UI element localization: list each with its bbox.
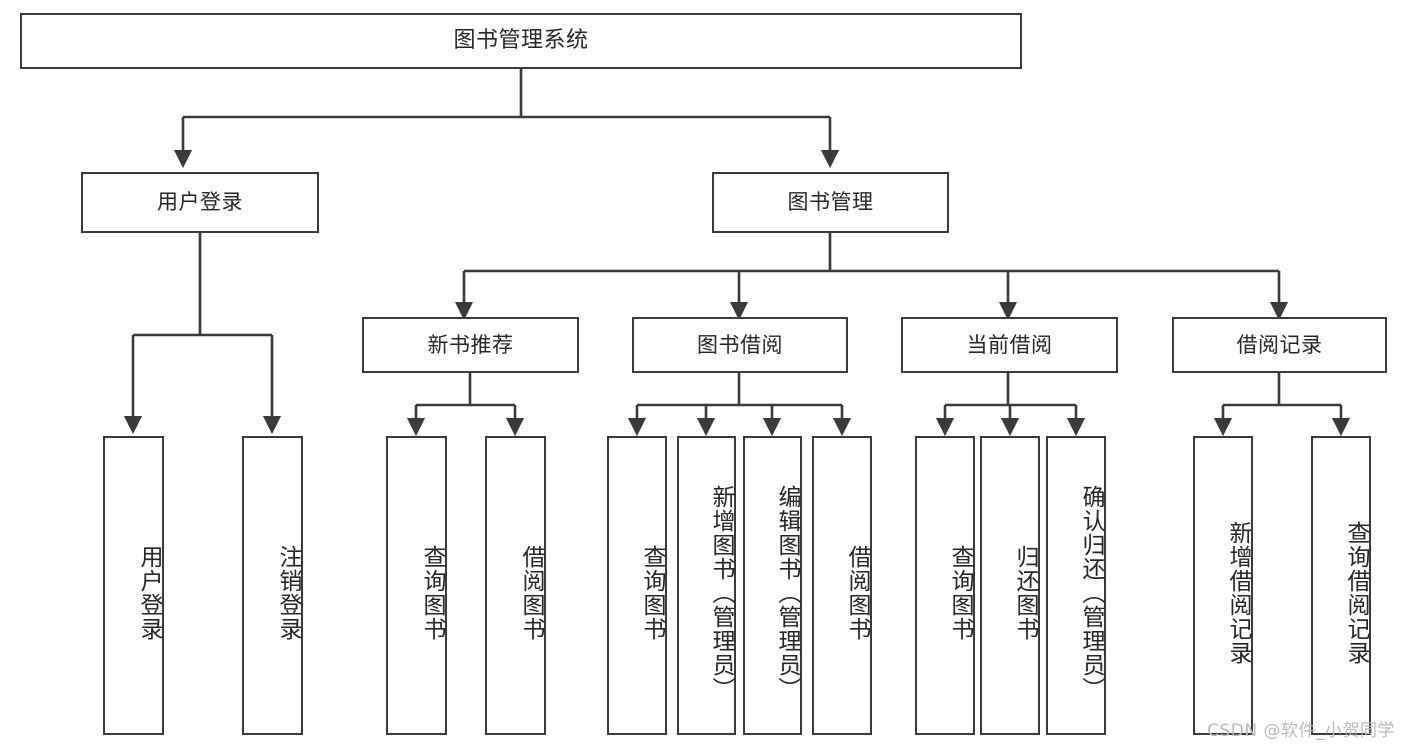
node-leaf-edit-book[interactable]: 编辑图书（管理员） (743, 436, 802, 735)
node-leaf-query-book-3[interactable]: 查询图书 (915, 436, 975, 735)
node-book-management[interactable]: 图书管理 (712, 172, 949, 233)
node-leaf-borrow-book-2-label: 借阅图书 (844, 544, 870, 641)
node-root[interactable]: 图书管理系统 (20, 13, 1022, 69)
node-book-management-label: 图书管理 (787, 190, 874, 215)
node-leaf-logout-login-label: 注销登录 (275, 544, 301, 641)
node-current-borrow[interactable]: 当前借阅 (901, 317, 1118, 373)
node-borrow-record-label: 借阅记录 (1236, 332, 1323, 357)
node-leaf-query-borrow-record-label: 查询借阅记录 (1343, 520, 1369, 665)
node-leaf-query-book-1[interactable]: 查询图书 (386, 436, 447, 735)
node-leaf-user-login[interactable]: 用户登录 (103, 436, 164, 735)
node-leaf-borrow-book-1[interactable]: 借阅图书 (485, 436, 546, 735)
node-user-login-label: 用户登录 (157, 190, 243, 215)
node-leaf-user-login-label: 用户登录 (136, 544, 162, 641)
node-book-borrow[interactable]: 图书借阅 (632, 317, 848, 373)
node-new-book-recommend[interactable]: 新书推荐 (362, 317, 579, 373)
node-root-label: 图书管理系统 (453, 28, 589, 54)
node-leaf-confirm-return[interactable]: 确认归还（管理员） (1046, 436, 1106, 735)
node-leaf-add-book[interactable]: 新增图书（管理员） (677, 436, 736, 735)
node-new-book-recommend-label: 新书推荐 (427, 332, 514, 357)
node-leaf-borrow-book-2[interactable]: 借阅图书 (812, 436, 872, 735)
node-leaf-return-book[interactable]: 归还图书 (980, 436, 1040, 735)
node-leaf-query-book-2[interactable]: 查询图书 (607, 436, 667, 735)
node-leaf-add-borrow-record[interactable]: 新增借阅记录 (1193, 436, 1253, 735)
node-leaf-confirm-return-label: 确认归还（管理员） (1078, 484, 1104, 701)
node-leaf-edit-book-label: 编辑图书（管理员） (774, 484, 800, 701)
node-leaf-query-book-3-label: 查询图书 (947, 544, 973, 641)
node-leaf-logout-login[interactable]: 注销登录 (242, 436, 303, 735)
node-borrow-record[interactable]: 借阅记录 (1172, 317, 1387, 373)
node-leaf-query-borrow-record[interactable]: 查询借阅记录 (1311, 436, 1371, 735)
node-leaf-add-borrow-record-label: 新增借阅记录 (1225, 520, 1251, 665)
node-user-login[interactable]: 用户登录 (81, 172, 319, 233)
node-leaf-query-book-2-label: 查询图书 (639, 544, 665, 641)
node-leaf-add-book-label: 新增图书（管理员） (708, 484, 734, 701)
node-book-borrow-label: 图书借阅 (697, 332, 783, 357)
node-leaf-query-book-1-label: 查询图书 (419, 544, 445, 641)
node-current-borrow-label: 当前借阅 (966, 332, 1053, 357)
node-leaf-borrow-book-1-label: 借阅图书 (518, 544, 544, 641)
watermark-text: CSDN @软件_小贺同学 (1207, 721, 1395, 741)
node-leaf-return-book-label: 归还图书 (1012, 544, 1038, 641)
